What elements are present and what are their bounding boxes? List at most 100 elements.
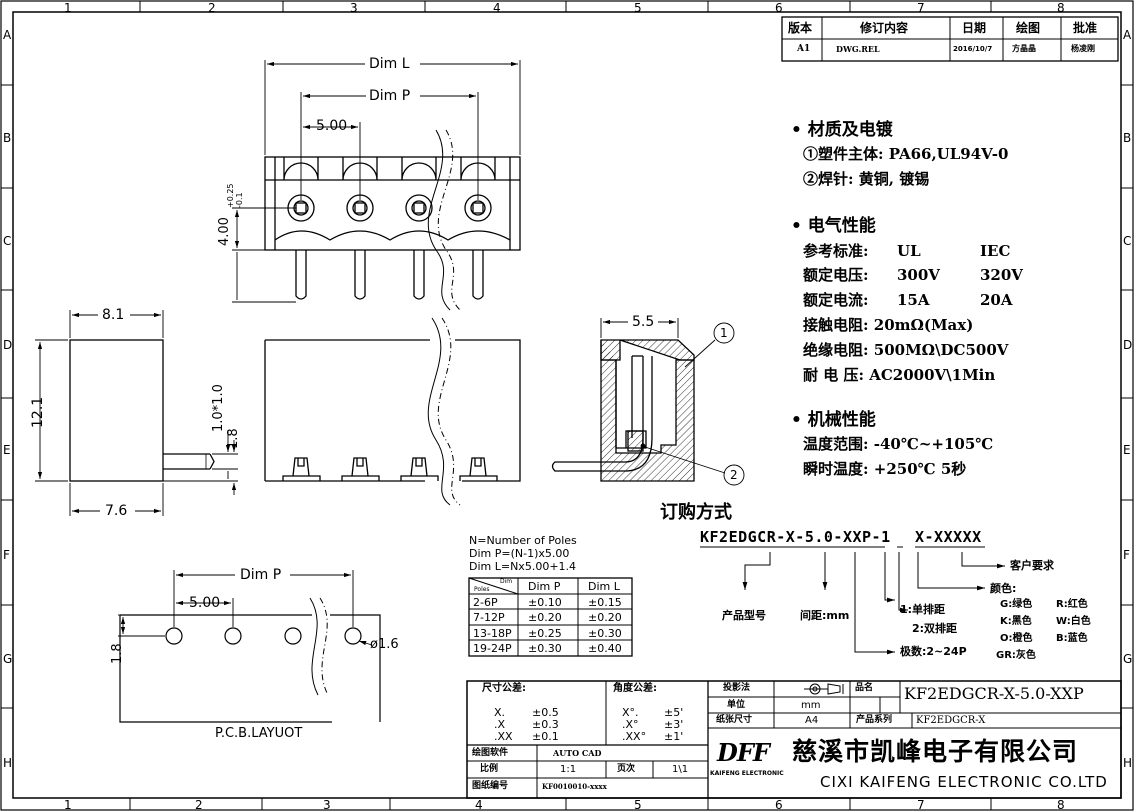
tol-corner-dim: Dim bbox=[500, 578, 513, 585]
tb-ang-3-key: .XX° bbox=[622, 730, 647, 743]
zone-col-4-bottom: 4 bbox=[475, 798, 483, 812]
volt-iec: 320V bbox=[980, 266, 1023, 284]
zone-col-7-bottom: 7 bbox=[917, 798, 925, 812]
color-gray: GR:灰色 bbox=[996, 650, 1036, 661]
tb-series-value: KF2EDGCR-X bbox=[916, 715, 986, 726]
tol-header-dim-p: Dim P bbox=[528, 580, 561, 593]
zone-row-e-right: E bbox=[1123, 443, 1131, 457]
zone-row-d-right: D bbox=[1123, 338, 1133, 352]
tol-row-1-poles: 2-6P bbox=[473, 596, 498, 609]
tol-row-1-l: ±0.15 bbox=[588, 596, 622, 609]
tb-ang-3-val: ±1' bbox=[664, 730, 684, 743]
zone-col-6: 6 bbox=[775, 1, 783, 15]
tb-lin-1-key: X. bbox=[494, 706, 506, 719]
bottom-view bbox=[264, 339, 521, 482]
tol-row-4-l: ±0.40 bbox=[588, 642, 622, 655]
pcb-pitch: 5.00 bbox=[189, 595, 221, 611]
tb-ang-1-key: X°. bbox=[622, 706, 639, 719]
zone-col-8: 8 bbox=[1057, 1, 1065, 15]
formula-dim-l: Dim L=Nx5.00+1.4 bbox=[469, 560, 577, 573]
tb-projection-label: 投影法 bbox=[723, 683, 751, 693]
zone-col-3-bottom: 3 bbox=[323, 798, 331, 812]
tb-ang-2-key: .X° bbox=[622, 718, 639, 731]
tb-lin-3-val: ±0.1 bbox=[532, 730, 559, 743]
callout-2: 2 bbox=[730, 468, 738, 482]
rev-header-version: 版本 bbox=[788, 21, 813, 35]
pcb-layout-label: P.C.B.LAYUOT bbox=[215, 726, 303, 741]
std-iec: IEC bbox=[980, 242, 1011, 260]
zone-row-f: F bbox=[3, 548, 10, 562]
volt-ul: 300V bbox=[897, 266, 940, 284]
zone-row-a-right: A bbox=[1123, 28, 1132, 42]
pin-size-label: 1.0*1.0 bbox=[211, 384, 226, 432]
curr-ul: 15A bbox=[897, 291, 930, 309]
formula-dim-p: Dim P=(N-1)x5.00 bbox=[469, 547, 570, 560]
zone-row-b: B bbox=[3, 131, 12, 145]
side-base-label: 7.6 bbox=[105, 503, 128, 519]
pcb-offset: 1.8 bbox=[110, 643, 125, 664]
pitch-unit-label: 间距:mm bbox=[800, 609, 850, 622]
instant-temp: 瞬时温度: +250℃ 5秒 bbox=[803, 460, 967, 478]
zone-col-1: 1 bbox=[64, 1, 72, 15]
rev-header-content: 修订内容 bbox=[860, 21, 909, 35]
rev-header-approver: 批准 bbox=[1073, 21, 1098, 35]
tb-dwg-value: KF0010010-xxxx bbox=[542, 782, 607, 791]
height-label: 4.00 bbox=[217, 217, 232, 246]
insulation-resistance: 绝缘电阻: 500MΩ\DC500V bbox=[803, 341, 1009, 359]
tol-row-2-p: ±0.20 bbox=[528, 611, 562, 624]
tb-dwg-label: 图纸编号 bbox=[472, 781, 509, 791]
dim-p-label: Dim P bbox=[369, 88, 411, 104]
tb-page-value: 1\1 bbox=[672, 764, 689, 775]
titleblock-lines bbox=[466, 680, 1122, 799]
rev-drawer: 方晶晶 bbox=[1012, 44, 1036, 53]
zone-col-6-bottom: 6 bbox=[775, 798, 783, 812]
pcb-layout bbox=[119, 614, 381, 723]
contact-resistance: 接触电阻: 20mΩ(Max) bbox=[803, 316, 974, 334]
customer-request: 客户要求 bbox=[1010, 559, 1054, 572]
ordering-title: 订购方式 bbox=[660, 502, 732, 523]
zone-row-h-right: H bbox=[1123, 756, 1133, 770]
pcb-hole-dia: ø1.6 bbox=[370, 637, 399, 652]
side-width-label: 8.1 bbox=[102, 307, 125, 323]
zone-col-4: 4 bbox=[493, 1, 501, 15]
tb-lin-2-val: ±0.3 bbox=[532, 718, 559, 731]
dim-l-label: Dim L bbox=[369, 56, 410, 72]
tol-row-3-p: ±0.25 bbox=[528, 627, 562, 640]
curr-iec: 20A bbox=[980, 291, 1013, 309]
zone-row-b-right: B bbox=[1123, 131, 1132, 145]
ordering-suffix: X-XXXXX bbox=[915, 528, 982, 546]
zone-row-g-right: G bbox=[1123, 652, 1133, 666]
pitch-label: 5.00 bbox=[316, 118, 348, 134]
tol-row-4-poles: 19-24P bbox=[473, 642, 512, 655]
tb-lin-1-val: ±0.5 bbox=[532, 706, 559, 719]
zone-row-f-right: F bbox=[1123, 548, 1130, 562]
zone-col-2: 2 bbox=[208, 1, 216, 15]
tb-lin-3-key: .XX bbox=[494, 730, 513, 743]
rev-version: A1 bbox=[797, 44, 811, 54]
tb-series-label: 产品系列 bbox=[856, 715, 893, 725]
curr-label: 额定电流: bbox=[803, 291, 869, 309]
formula-n: N=Number of Poles bbox=[469, 534, 577, 547]
company-name-en: CIXI KAIFENG ELECTRONIC CO.LTD bbox=[820, 773, 1108, 791]
withstand-voltage: 耐 电 压: AC2000V\1Min bbox=[803, 366, 996, 384]
tb-page-label: 页次 bbox=[617, 764, 636, 774]
std-ul: UL bbox=[897, 242, 921, 260]
callout-1: 1 bbox=[720, 326, 728, 340]
tb-unit-value: mm bbox=[801, 700, 821, 711]
break-lines bbox=[309, 129, 461, 696]
rev-date: 2016/10/7 bbox=[953, 45, 993, 53]
section-dimensions bbox=[600, 318, 745, 486]
inner-border bbox=[12, 11, 1122, 799]
tol-row-1-p: ±0.10 bbox=[528, 596, 562, 609]
company-logo: DFF bbox=[717, 738, 770, 767]
color-green: G:绿色 bbox=[1000, 599, 1033, 610]
tol-row-2-l: ±0.20 bbox=[588, 611, 622, 624]
zone-col-5: 5 bbox=[634, 1, 642, 15]
tb-angle-tol: 角度公差: bbox=[613, 683, 657, 694]
zone-row-c: C bbox=[3, 234, 12, 248]
single-row: 1:单排距 bbox=[900, 603, 946, 616]
zone-row-g: G bbox=[3, 652, 13, 666]
